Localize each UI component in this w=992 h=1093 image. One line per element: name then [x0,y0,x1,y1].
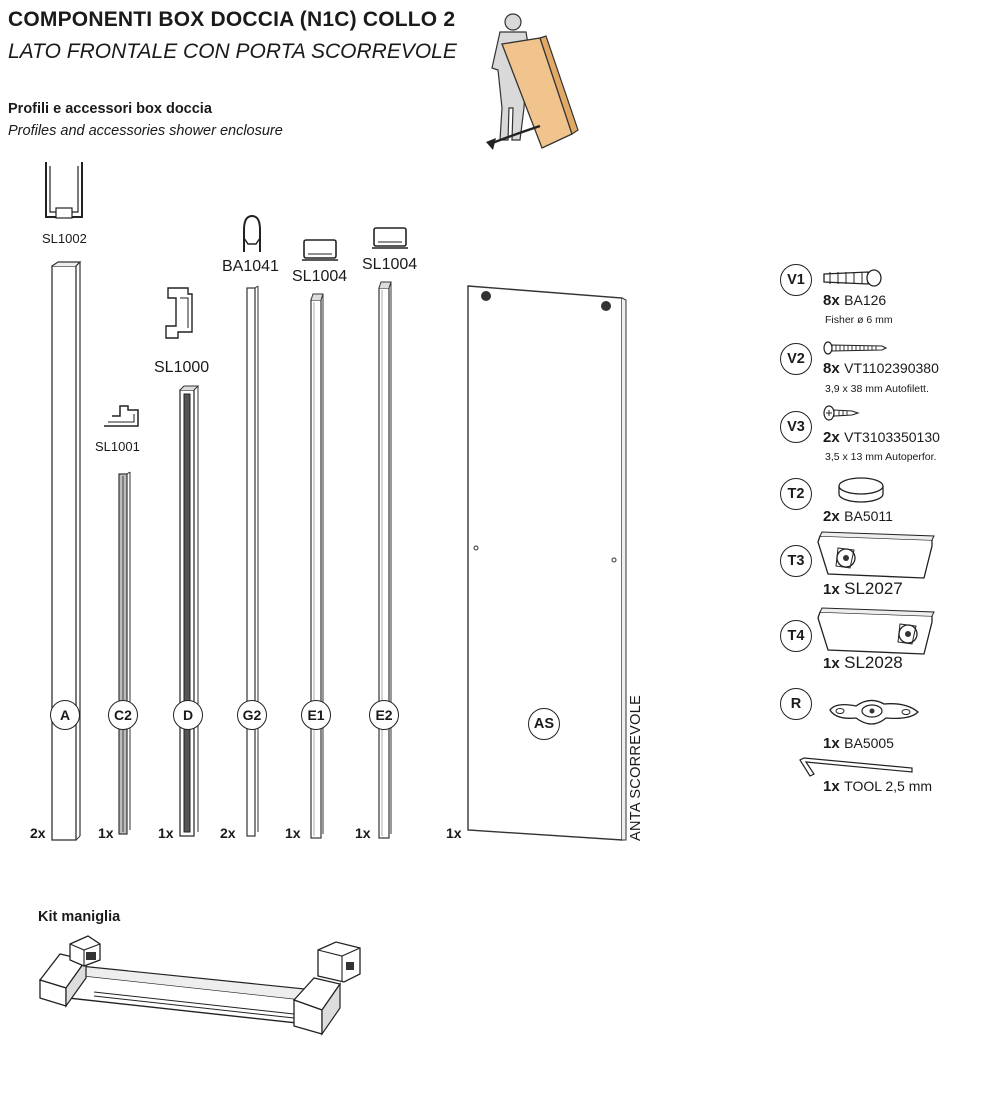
profile-qty-g2: 2x [220,825,236,841]
hardware-qty-tool: 1x [823,778,840,795]
profile-qty-e1: 1x [285,825,301,841]
hardware-badge-v1: V1 [780,264,812,296]
kit-title: Kit maniglia [38,909,121,925]
hardware-desc-v1: Fisher ø 6 mm [825,314,893,326]
hardware-code-t4: SL2028 [844,653,903,672]
profile-qty-d: 1x [158,825,174,841]
hardware-badge-t3: T3 [780,545,812,577]
profile-bar-a [51,261,82,841]
page-title: COMPONENTI BOX DOCCIA (N1C) COLLO 2 [8,8,456,31]
profile-code-e1: SL1004 [292,268,348,285]
hardware-qty-t2: 2x [823,508,840,525]
hardware-badge-t2: T2 [780,478,812,510]
hardware-badge-v3: V3 [780,411,812,443]
handle-kit-icon [38,935,361,1036]
profile-code-c2: SL1001 [95,439,140,454]
wall-plug-icon [823,269,882,287]
person-carrying-panel-icon [486,13,579,150]
hardware-desc-v2: 3,9 x 38 mm Autofilett. [825,383,929,395]
hardware-code-v1: BA126 [844,292,887,308]
profile-bar-c2 [118,471,131,835]
profile-badge-e1: E1 [301,700,331,730]
panel-label: ANTA SCORREVOLE [628,694,644,841]
hardware-badge-v2: V2 [780,343,812,375]
profile-section-icon [45,162,83,219]
hardware-qty-v3: 2x [823,429,840,446]
profile-section-icon [165,287,193,339]
section-title-it: Profili e accessori box doccia [8,101,212,117]
hardware-qty-r: 1x [823,735,840,752]
profile-qty-c2: 1x [98,825,114,841]
profile-section-icon [243,214,261,252]
hardware-code-r: BA5005 [844,735,894,751]
profile-badge-d: D [173,700,203,730]
page-subtitle: LATO FRONTALE CON PORTA SCORREVOLE [8,40,457,63]
profile-qty-e2: 1x [355,825,371,841]
profile-section-icon [104,405,139,427]
hardware-desc-v3: 3,5 x 13 mm Autoperfor. [825,451,937,463]
right-carriage-icon [817,607,935,655]
hardware-code-tool: TOOL 2,5 mm [844,778,933,794]
guide-plate-icon [829,699,919,725]
hardware-qty-v2: 8x [823,360,840,377]
left-carriage-icon [817,531,935,579]
profile-badge-e2: E2 [369,700,399,730]
profile-bar-d [179,385,200,837]
profile-badge-g2: G2 [237,700,267,730]
profile-code-d: SL1000 [154,359,210,376]
hardware-code-t2: BA5011 [844,508,893,524]
profile-code-a: SL1002 [42,231,87,246]
panel-qty: 1x [446,825,462,841]
short-screw-icon [823,405,860,421]
hardware-qty-v1: 8x [823,292,840,309]
profile-section-icon [372,227,408,249]
hardware-code-t3: SL2027 [844,579,903,598]
profile-code-e2: SL1004 [362,256,418,273]
hardware-badge-t4: T4 [780,620,812,652]
hardware-qty-t3: 1x [823,581,840,598]
hardware-badge-r: R [780,688,812,720]
long-screw-icon [823,341,888,355]
section-title-en: Profiles and accessories shower enclosur… [8,123,283,139]
profile-bar-e1 [310,293,324,839]
profile-badge-a: A [50,700,80,730]
hardware-code-v3: VT3103350130 [844,429,940,445]
hardware-qty-t4: 1x [823,655,840,672]
panel-badge-as: AS [528,708,560,740]
profile-section-icon [302,239,338,261]
profile-code-g2: BA1041 [222,258,279,275]
profile-bar-e2 [378,281,392,839]
cap-icon [838,477,884,503]
profile-qty-a: 2x [30,825,46,841]
hardware-code-v2: VT1102390380 [844,360,939,376]
allen-key-icon [799,757,913,777]
profile-bar-g2 [246,285,259,837]
profile-badge-c2: C2 [108,700,138,730]
sliding-door-panel [467,285,627,841]
